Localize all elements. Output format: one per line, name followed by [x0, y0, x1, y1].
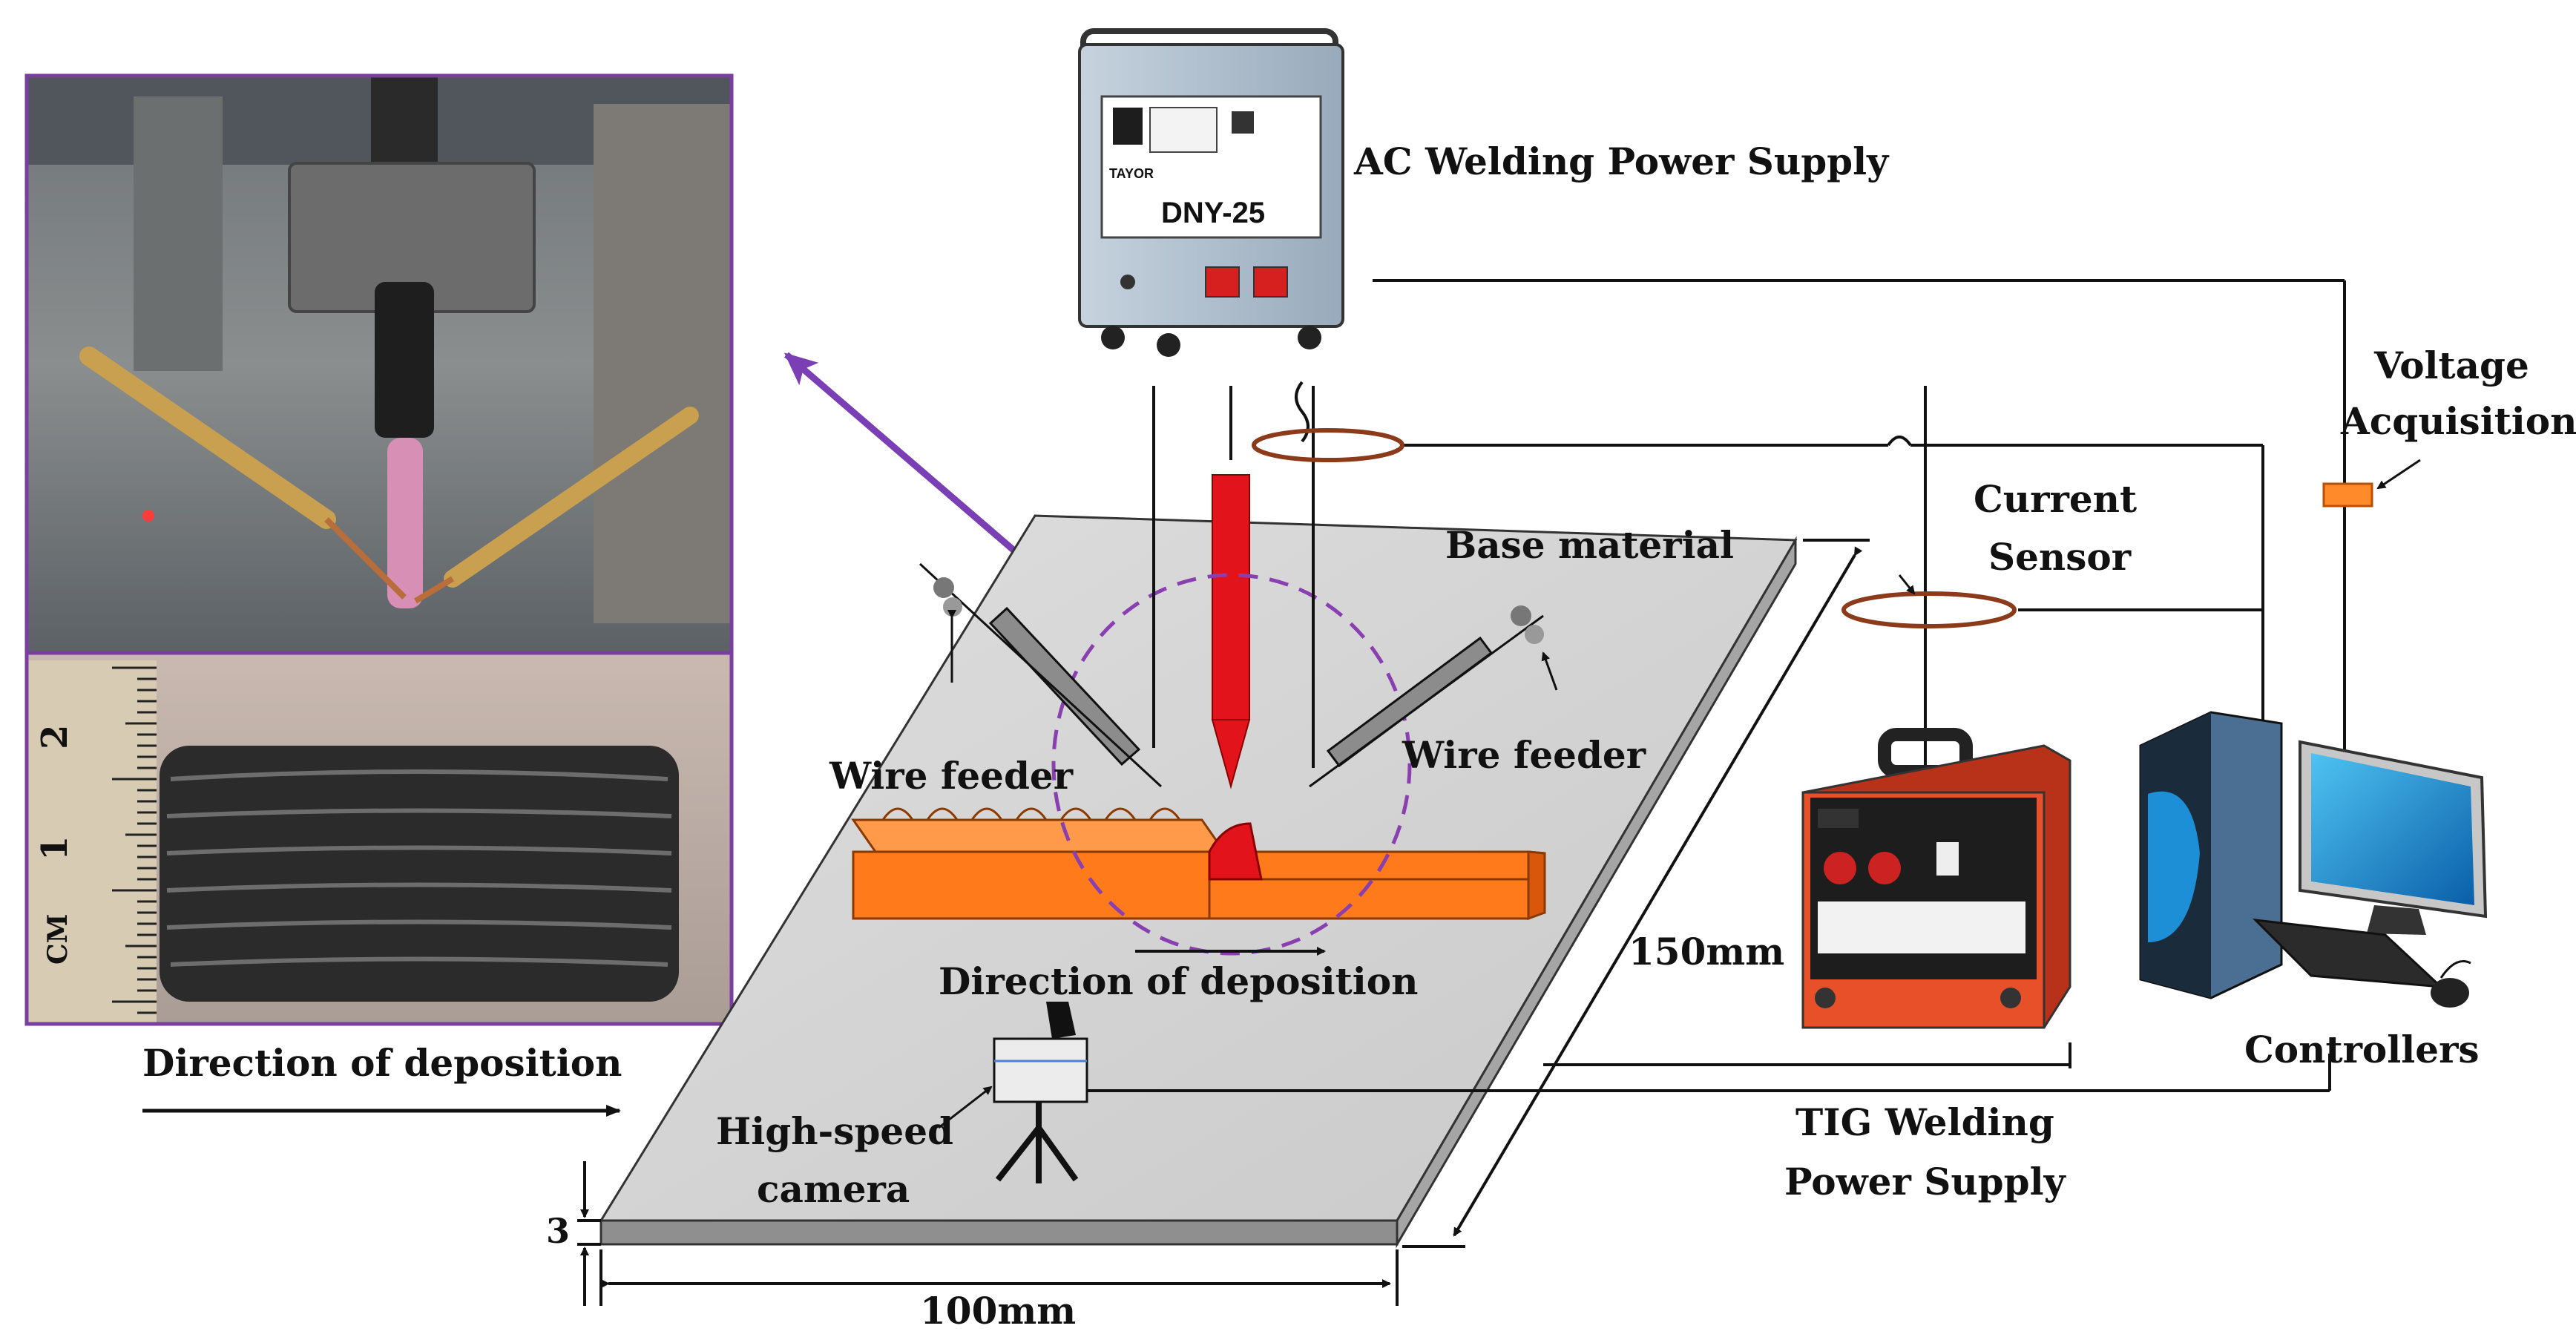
current-label-1: Current — [1974, 477, 2137, 521]
controllers-computer — [2139, 711, 2488, 1008]
photo-panel: 2 1 CM — [24, 73, 734, 1026]
ruler-ticks — [112, 666, 157, 1014]
dim-width: 100mm — [920, 1289, 1076, 1333]
direction-label-center: Direction of deposition — [939, 959, 1418, 1003]
voltage-label-1: Voltage — [2373, 344, 2529, 387]
ac-model: DNY-25 — [1161, 197, 1265, 229]
tig-label-1: TIG Welding — [1795, 1100, 2054, 1144]
current-label-2: Sensor — [1988, 535, 2132, 579]
ac-power-supply-label: AC Welding Power Supply — [1353, 139, 1890, 183]
sample-layers — [166, 769, 672, 967]
wire-feeder-left-label: Wire feeder — [829, 754, 1074, 798]
photo-border — [24, 73, 734, 1026]
wire-feeder-right-label: Wire feeder — [1402, 733, 1646, 777]
direction-label-left: Direction of deposition — [142, 1041, 622, 1085]
ruler-label-cm: CM — [42, 913, 73, 965]
ac-brand: TAYOR — [1109, 166, 1154, 181]
focus-circle — [1051, 573, 1412, 956]
tig-label-2: Power Supply — [1784, 1160, 2067, 1203]
voltage-label-2: Acquisition — [2340, 399, 2576, 443]
highspeed-camera — [993, 1002, 1088, 1183]
current-coil-top — [1252, 428, 1404, 462]
ruler — [27, 660, 157, 1024]
deposited-sample — [160, 746, 679, 1002]
plate-front — [599, 1219, 1399, 1246]
wiring — [1080, 279, 2346, 1092]
highspeed-label-2: camera — [757, 1167, 910, 1211]
voltage-module — [2322, 482, 2373, 508]
ceramic-cup-photo — [387, 438, 423, 608]
wire-feeders — [919, 562, 1558, 788]
dimensions — [577, 539, 1870, 1306]
base-material-label: Base material — [1445, 523, 1734, 567]
ac-power-supply: TAYOR DNY-25 — [1078, 28, 1344, 357]
torch — [1211, 386, 1251, 789]
ruler-label-2: 2 — [34, 725, 76, 749]
tig-power-supply — [1801, 728, 2071, 1029]
dim-length: 150mm — [1629, 930, 1784, 973]
torch-nozzle-photo — [375, 282, 434, 438]
dim-thickness: 3 — [546, 1211, 570, 1251]
controllers-label: Controllers — [2244, 1028, 2480, 1071]
highspeed-label-1: High-speed — [716, 1109, 953, 1153]
ruler-label-1: 1 — [34, 836, 76, 861]
current-coil-sensor — [1841, 591, 2017, 628]
